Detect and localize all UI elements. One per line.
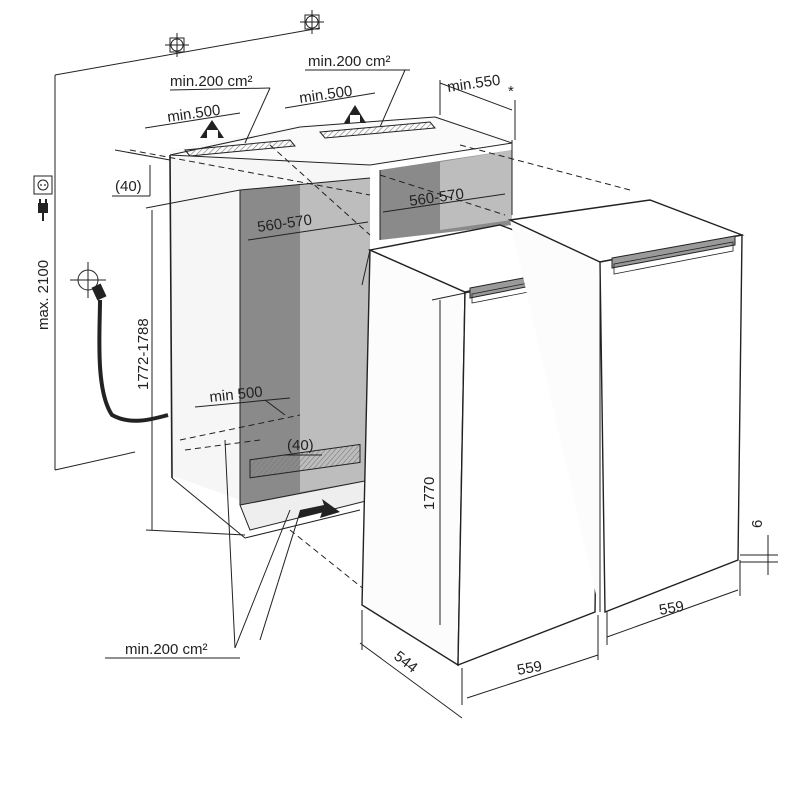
airflow-arrow-up-left	[200, 120, 224, 138]
label-width-back: 559	[658, 598, 686, 619]
water-connection-icon	[70, 262, 107, 301]
cabinet-niche	[129, 105, 631, 591]
water-hose	[97, 299, 169, 423]
label-gap: 6	[749, 520, 766, 528]
plug-icon	[38, 199, 48, 221]
label-offset-bottom: (40)	[287, 437, 314, 454]
label-max-height: max. 2100	[35, 260, 52, 330]
airflow-arrow-bottom	[298, 499, 340, 518]
label-asterisk: *	[508, 83, 514, 100]
dimension-lines	[54, 10, 778, 719]
label-niche-height: 1772-1788	[135, 318, 152, 390]
appliance-back	[507, 199, 745, 614]
label-min500-bottom: min 500	[209, 383, 264, 405]
socket-icon	[33, 175, 53, 195]
label-min550-depth: min.550	[446, 72, 501, 96]
top-vent-left	[184, 139, 296, 157]
label-offset-top: (40)	[115, 178, 142, 195]
utilities	[33, 175, 169, 423]
label-appliance-height: 1770	[421, 477, 438, 510]
appliance-back-handle	[611, 235, 736, 269]
label-vent-bottom: min.200 cm²	[125, 641, 208, 658]
label-vent-top-left: min.200 cm²	[170, 73, 253, 90]
dimension-labels: max. 2100 1772-1788 min.200 cm² min.200 …	[35, 53, 766, 679]
label-depth: 544	[391, 648, 421, 677]
top-vent-right	[319, 121, 436, 139]
label-width-front: 559	[516, 658, 544, 679]
airflow-arrow-up-right	[344, 105, 366, 123]
label-vent-top-right: min.200 cm²	[308, 53, 391, 70]
left-cabinet-panel	[170, 155, 370, 500]
appliance-back-door	[599, 234, 743, 614]
bottom-vent-grille	[249, 443, 361, 479]
label-min500-top-right: min.500	[298, 83, 353, 107]
